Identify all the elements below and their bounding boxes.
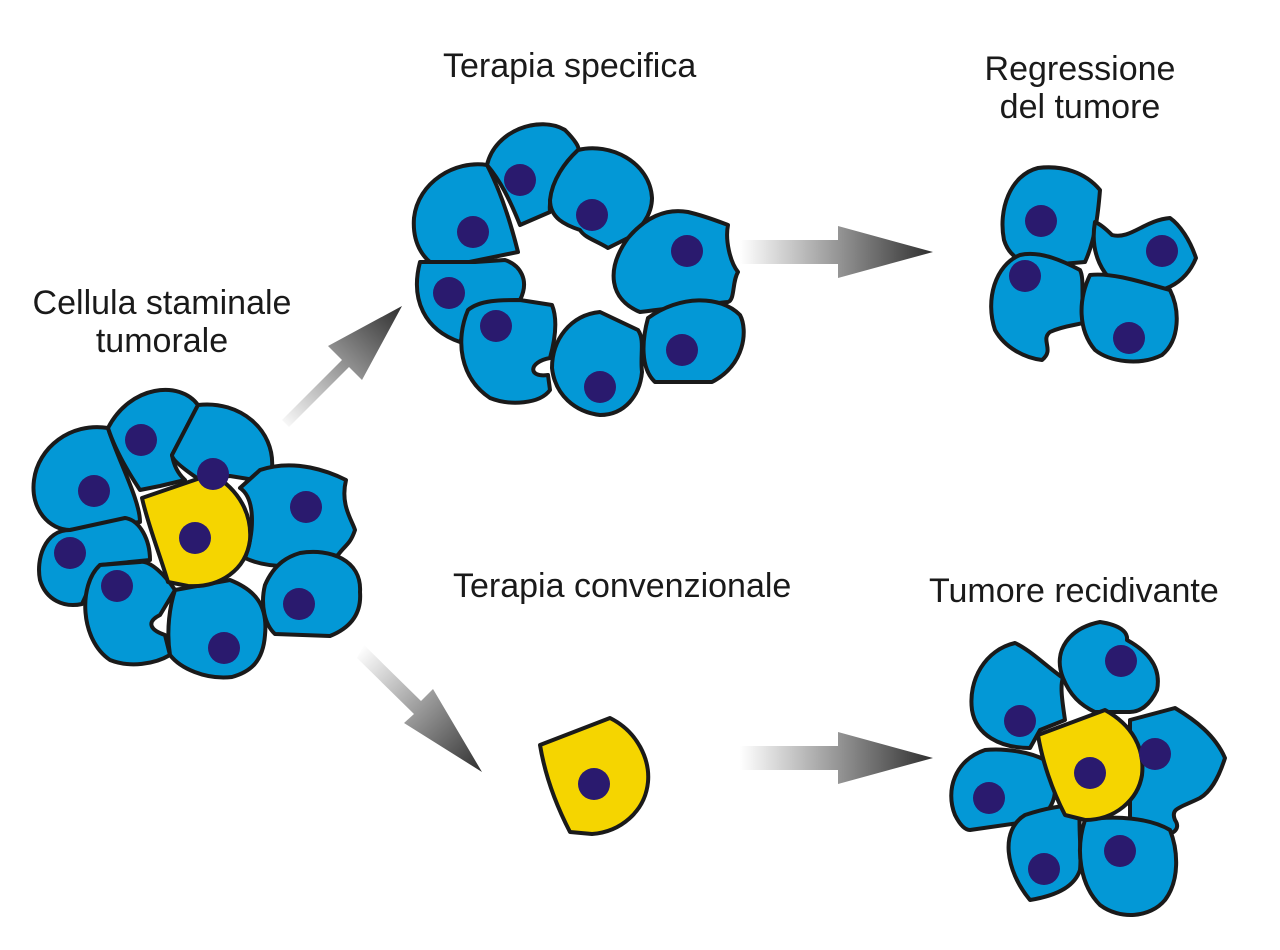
arrow-to-specific-therapy xyxy=(282,306,402,427)
specific-therapy-ring xyxy=(411,122,746,417)
arrow-to-conventional-therapy xyxy=(357,645,482,772)
nucleus xyxy=(1113,322,1145,354)
nucleus xyxy=(584,371,616,403)
tumor-cell xyxy=(1006,803,1083,902)
arrow-to-recurrence xyxy=(740,732,933,784)
specific-therapy-label: Terapia specifica xyxy=(443,47,697,85)
tumor-cell xyxy=(411,162,520,270)
nucleus xyxy=(1146,235,1178,267)
tumor-cell xyxy=(1078,815,1179,918)
initial-tumor-cluster xyxy=(31,387,363,680)
tumor-cell xyxy=(949,747,1057,832)
nucleus xyxy=(1074,757,1106,789)
nucleus xyxy=(101,570,133,602)
arrows xyxy=(282,226,933,784)
nucleus xyxy=(578,768,610,800)
nucleus xyxy=(197,458,229,490)
nucleus xyxy=(1105,645,1137,677)
tumor-cell xyxy=(550,310,644,417)
conventional-therapy-label: Terapia convenzionale xyxy=(453,567,792,605)
nucleus xyxy=(125,424,157,456)
nucleus xyxy=(283,588,315,620)
nucleus xyxy=(54,537,86,569)
initial-tumor-nuclei xyxy=(54,424,322,664)
stem-cell-label: Cellula staminale tumorale xyxy=(32,284,292,360)
nucleus xyxy=(504,164,536,196)
tumor-cell xyxy=(548,146,654,250)
nucleus xyxy=(179,522,211,554)
tumor-cell xyxy=(261,550,363,638)
nucleus xyxy=(290,491,322,523)
tumor-regression-label: Regressione del tumore xyxy=(984,50,1176,126)
arrow-to-regression xyxy=(740,226,933,278)
regressed-tumor-nuclei xyxy=(1009,205,1178,354)
tumor-cell xyxy=(459,298,558,405)
nucleus xyxy=(1025,205,1057,237)
nucleus xyxy=(1104,835,1136,867)
nucleus xyxy=(208,632,240,664)
nucleus xyxy=(1139,738,1171,770)
nucleus xyxy=(1028,853,1060,885)
tumor-cell xyxy=(1079,272,1179,364)
tumor-cell xyxy=(166,578,268,680)
nucleus xyxy=(480,310,512,342)
recurrent-tumor-nuclei xyxy=(973,645,1171,885)
nucleus xyxy=(78,475,110,507)
nucleus xyxy=(576,199,608,231)
nucleus xyxy=(1004,705,1036,737)
regressed-tumor xyxy=(989,165,1198,364)
nucleus xyxy=(1009,260,1041,292)
nucleus xyxy=(457,216,489,248)
nucleus xyxy=(433,277,465,309)
recurrent-tumor-label: Tumore recidivante xyxy=(929,572,1219,610)
nucleus xyxy=(666,334,698,366)
tumor-cell xyxy=(969,641,1067,750)
nucleus xyxy=(973,782,1005,814)
specific-therapy-nuclei xyxy=(433,164,703,403)
nucleus xyxy=(671,235,703,267)
surviving-stem-cell xyxy=(538,716,651,836)
